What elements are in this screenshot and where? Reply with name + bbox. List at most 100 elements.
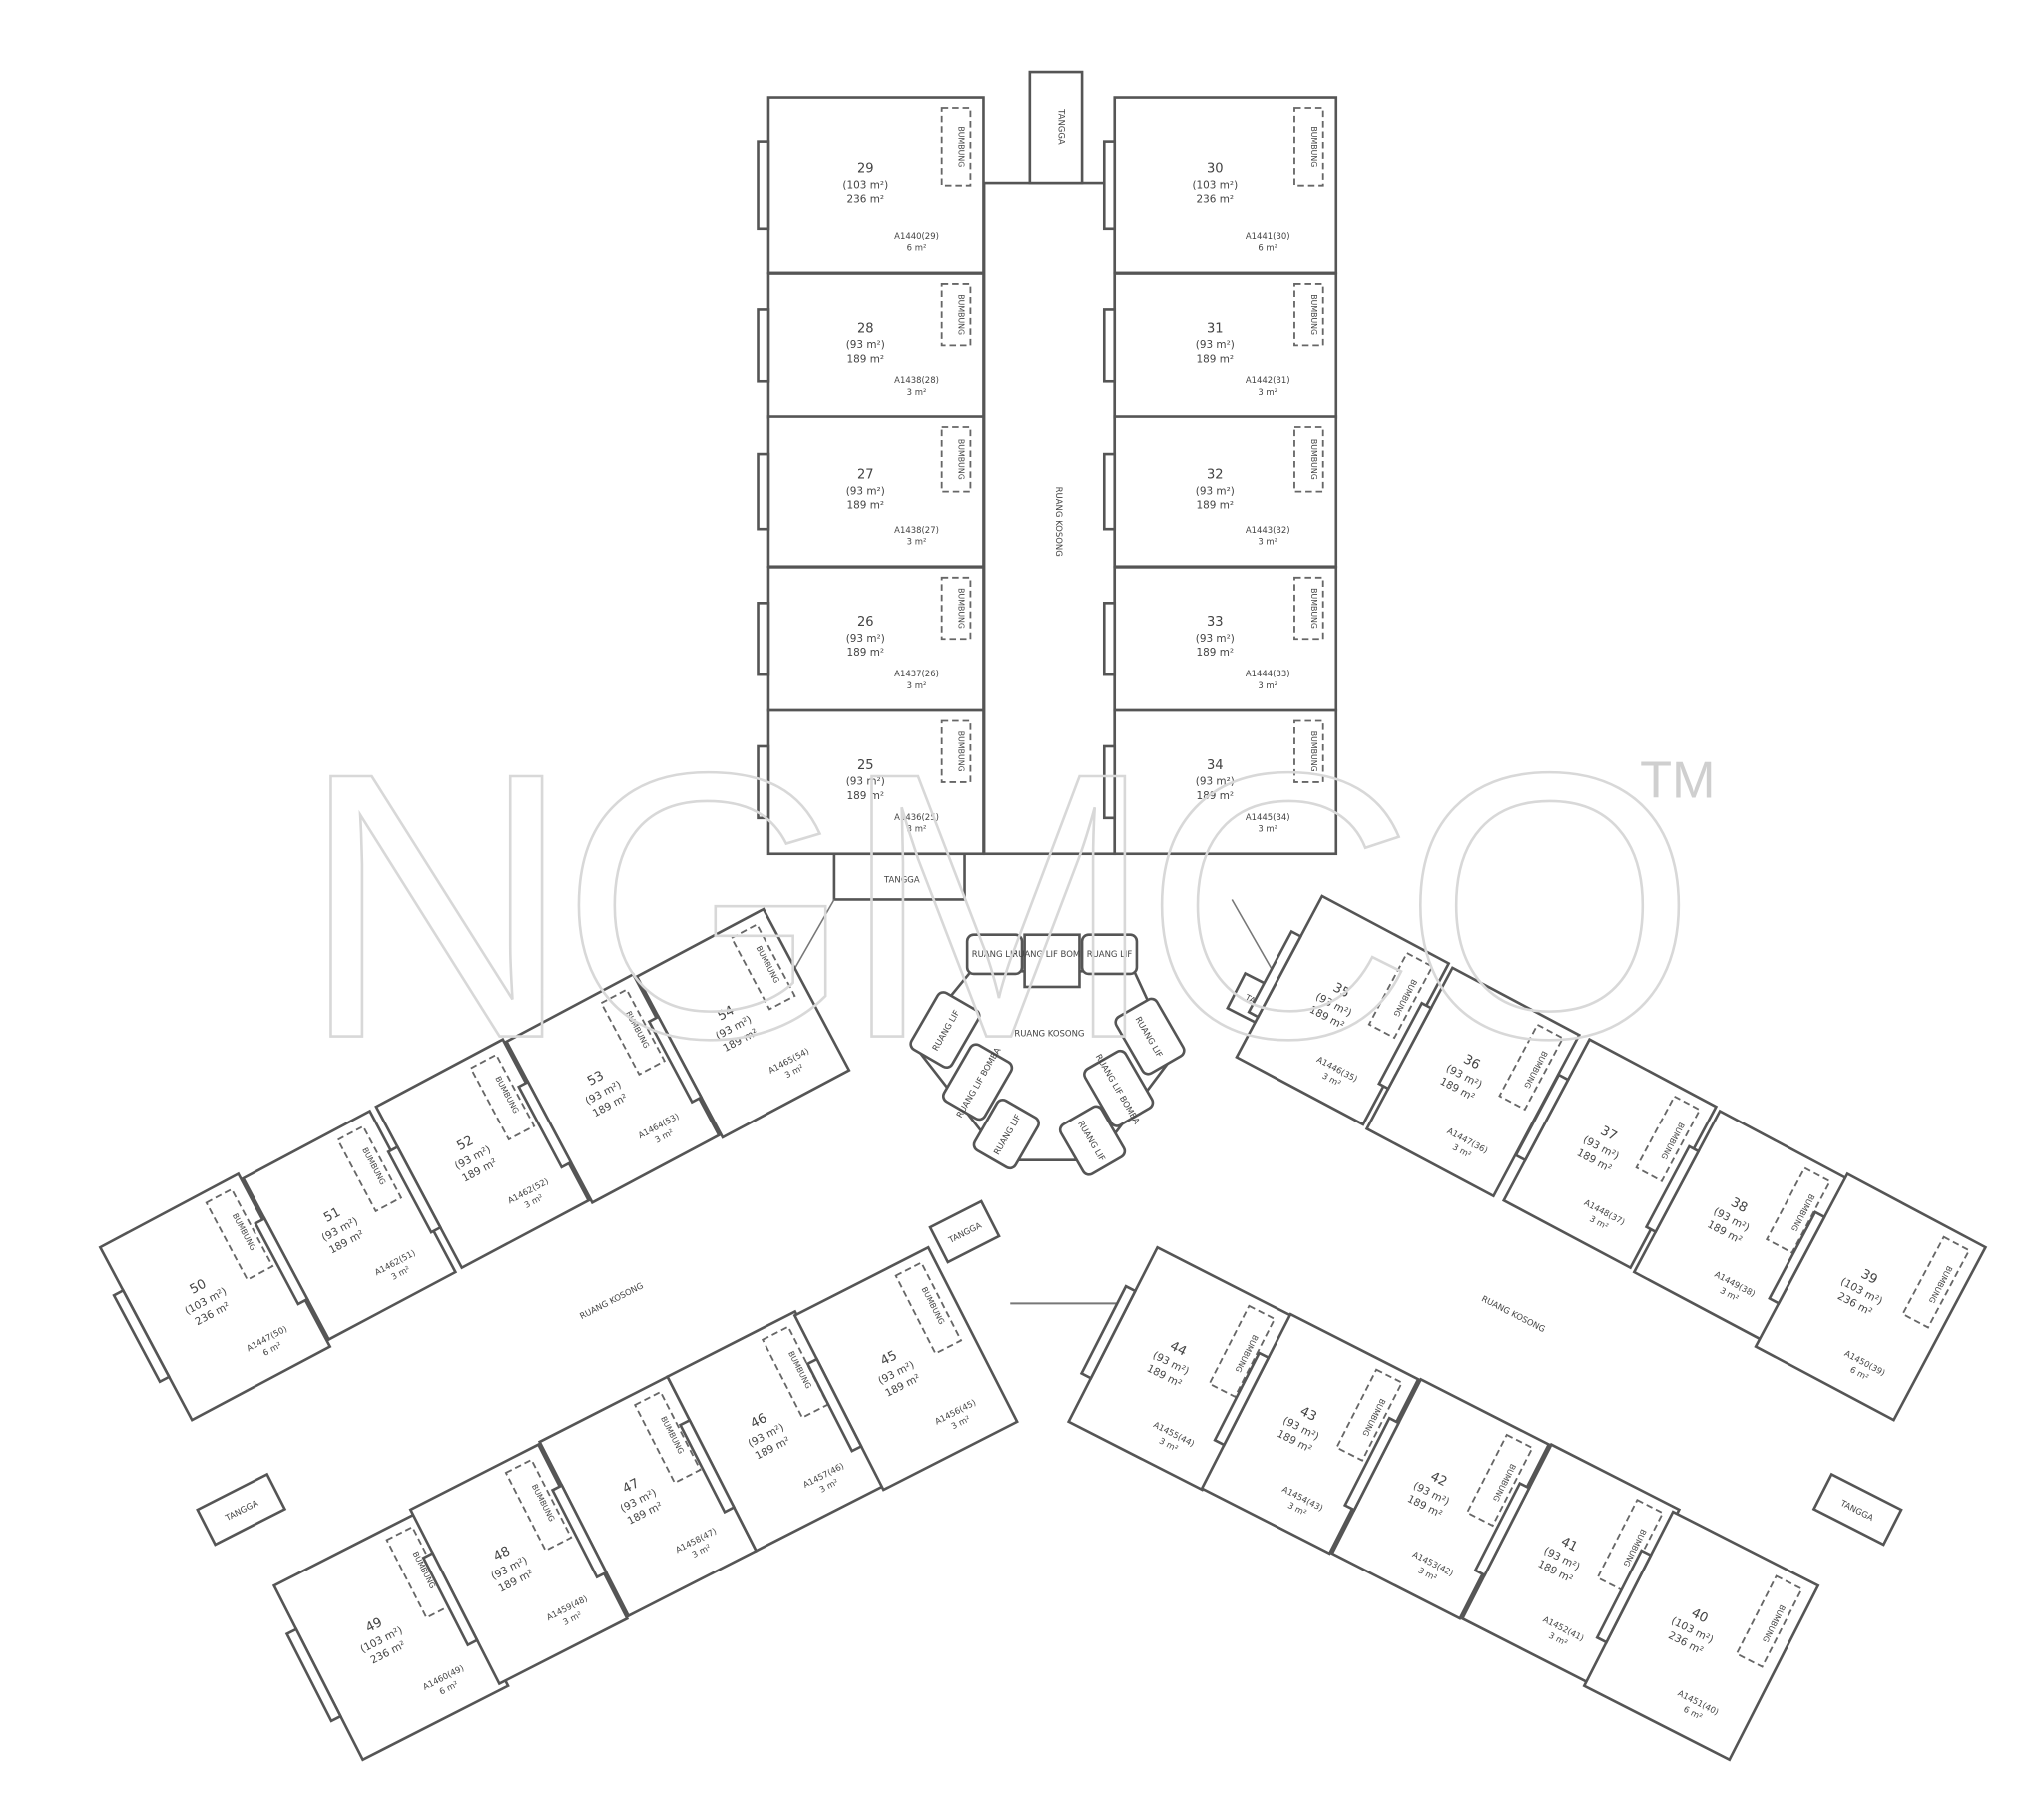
unit-total-area: 236 m² <box>1197 194 1235 206</box>
unit-outline <box>1113 566 1338 712</box>
balcony-notch <box>1213 1351 1271 1447</box>
accessory-parcel: A1441(30) <box>1246 231 1290 241</box>
unit-number: 46 <box>749 1411 770 1432</box>
balcony-notch <box>1514 1073 1570 1162</box>
balcony-notch <box>1102 602 1117 676</box>
balcony-notch <box>1473 1481 1531 1577</box>
unit-number: 40 <box>1689 1605 1711 1626</box>
unit-total-area: 189 m² <box>846 647 884 659</box>
roof-label: BUMBUNG <box>957 439 966 480</box>
balcony-notch <box>678 1418 737 1515</box>
unit-number: 31 <box>1207 321 1224 336</box>
lift-lobby: RUANG LIF RUANG LIF BOMBA RUANG LIF RUAN… <box>909 933 1186 1176</box>
unit-number: 42 <box>1428 1469 1450 1490</box>
unit-number: 36 <box>1461 1052 1483 1073</box>
roof-dashed-area <box>1293 283 1324 347</box>
unit-area: (93 m²) <box>846 485 885 497</box>
roof-dashed-area <box>894 1261 963 1355</box>
roof-dashed-area <box>336 1124 403 1213</box>
accessory-parcel: A1440(29) <box>894 231 939 241</box>
balcony-notch <box>254 1216 309 1306</box>
unit-number: 28 <box>857 321 874 336</box>
roof-label: BUMBUNG <box>957 294 966 335</box>
roof-dashed-area <box>1335 1368 1403 1462</box>
unit-area: (93 m²) <box>1196 339 1235 351</box>
unit-area: (103 m²) <box>1192 179 1238 191</box>
bottom-stair-label: TANGGA <box>883 874 920 884</box>
roof-dashed-area <box>940 283 972 347</box>
roof-dashed-area <box>1367 951 1434 1040</box>
accessory-area: 3 m² <box>1258 824 1278 834</box>
roof-dashed-area <box>1293 426 1324 493</box>
unit-number: 35 <box>1330 980 1352 1001</box>
top-stair <box>1028 70 1084 185</box>
accessory-parcel: A1436(25) <box>894 812 939 822</box>
accessory-area: 3 m² <box>1258 680 1278 690</box>
roof-dashed-area <box>1596 1499 1665 1592</box>
balcony-notch <box>112 1288 172 1384</box>
roof-dashed-area <box>1208 1304 1277 1399</box>
unit-number: 53 <box>585 1069 607 1090</box>
unit-total-area: 189 m² <box>846 353 884 365</box>
roof-dashed-area <box>940 719 972 783</box>
accessory-area: 3 m² <box>907 824 927 834</box>
unit-number: 52 <box>454 1133 476 1154</box>
accessory-area: 6 m² <box>1258 243 1278 253</box>
unit-number: 51 <box>321 1205 343 1226</box>
unit-outline <box>766 566 985 712</box>
lift-2 <box>1080 933 1139 976</box>
roof-label: BUMBUNG <box>1309 731 1318 772</box>
balcony-notch <box>757 602 770 676</box>
balcony-notch <box>550 1483 609 1579</box>
left-wing-corridor-label: RUANG KOSONG <box>578 1280 645 1321</box>
accessory-area: 3 m² <box>907 537 927 547</box>
unit-number: 25 <box>857 758 874 773</box>
roof-label: BUMBUNG <box>957 126 966 167</box>
roof-dashed-area <box>504 1458 573 1553</box>
unit-number: 50 <box>188 1277 210 1298</box>
balcony-notch <box>1342 1416 1401 1513</box>
unit-number: 43 <box>1297 1404 1319 1425</box>
unit-area: (93 m²) <box>846 339 885 351</box>
unit-number: 49 <box>363 1615 385 1636</box>
balcony-notch <box>757 140 770 231</box>
accessory-area: 6 m² <box>907 243 927 253</box>
unit-number: 34 <box>1207 758 1224 773</box>
balcony-notch <box>516 1080 573 1169</box>
unit-number: 45 <box>878 1348 900 1369</box>
unit-total-area: 189 m² <box>846 790 884 802</box>
accessory-parcel: A1438(27) <box>894 525 939 535</box>
roof-dashed-area <box>1635 1095 1702 1182</box>
balcony-notch <box>805 1357 863 1453</box>
tower-corridor-label: RUANG KOSONG <box>1054 487 1064 557</box>
balcony-notch <box>1102 744 1117 820</box>
unit-outline <box>766 272 985 419</box>
